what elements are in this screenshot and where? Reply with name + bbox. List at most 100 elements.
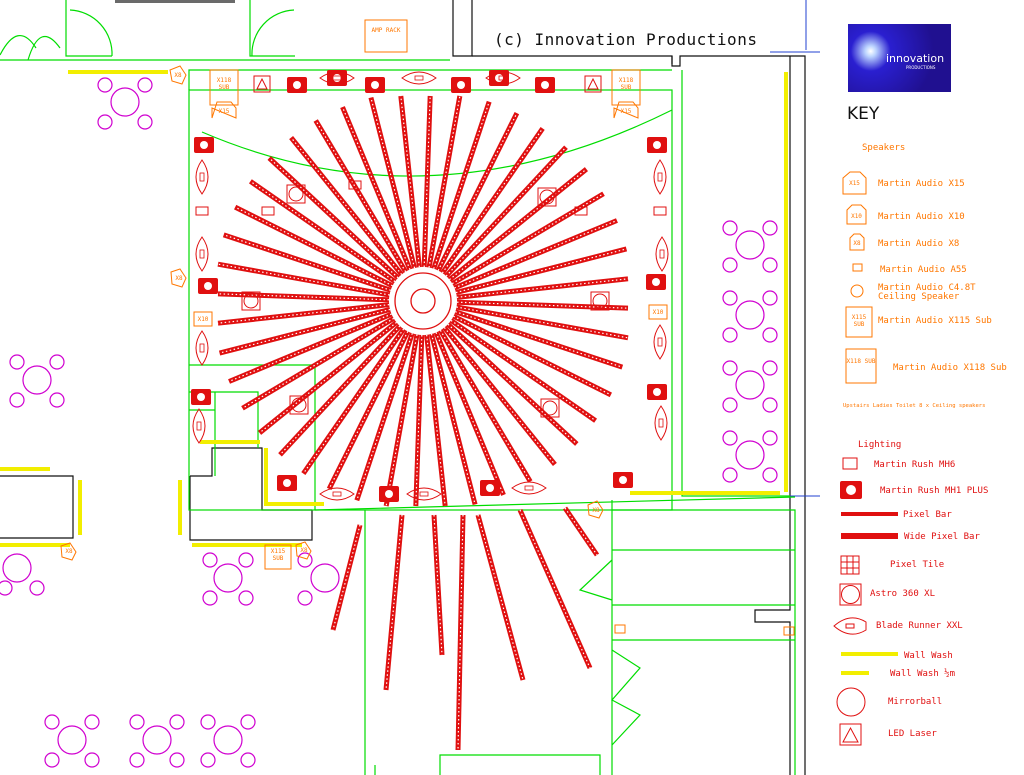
- pixel-bar: [326, 330, 411, 490]
- key-astro-icon: [839, 583, 862, 606]
- table-group: [722, 290, 778, 343]
- pixel-bar: [562, 506, 600, 557]
- blade-runner-xxl: [319, 71, 355, 85]
- astro-360-xl: [241, 291, 261, 311]
- astro-fixtures: [241, 184, 610, 418]
- key-wall-wash-half-label: Wall Wash ½m: [890, 669, 956, 679]
- key-mh6-label: Martin Rush MH6: [874, 460, 956, 470]
- radial-pixel-bars: [217, 95, 629, 507]
- key-blade-runner-label: Blade Runner XXL: [876, 621, 963, 631]
- pixel-bar: [449, 318, 598, 423]
- blade-runner-xxl: [319, 487, 355, 501]
- pixel-bar: [455, 246, 628, 295]
- pixel-bar: [217, 302, 390, 326]
- table-group: [129, 714, 185, 768]
- x8-label-1: X8: [175, 275, 183, 282]
- key-laser-icon: [839, 723, 862, 746]
- key-x115-label: Martin Audio X115 Sub: [878, 316, 992, 326]
- innovation-logo: innovation PRODUCTIONS: [848, 24, 951, 92]
- astro-360-xl: [537, 187, 557, 207]
- logo-sub: PRODUCTIONS: [906, 65, 936, 70]
- key-x15-icon: [842, 171, 867, 195]
- blade-runner-xxl: [511, 481, 547, 495]
- rush-mh1-plus: [194, 137, 214, 153]
- key-c48t-label-2: Ceiling Speaker: [878, 292, 960, 302]
- key-astro-label: Astro 360 XL: [870, 589, 936, 599]
- key-x115-sub-icon: [845, 306, 873, 338]
- table-group: [97, 77, 153, 130]
- table-group: [722, 360, 778, 413]
- key-pixel-bar-icon: [841, 512, 898, 516]
- key-a55-icon: [852, 263, 863, 272]
- rush-mh1-plus: [365, 77, 385, 93]
- blade-runner-xxl: [653, 324, 667, 360]
- key-x15-label: Martin Audio X15: [878, 179, 965, 189]
- x8-plan-4: [295, 541, 312, 560]
- blade-runner-xxl: [654, 405, 668, 441]
- blade-runner-xxl: [655, 236, 669, 272]
- pixel-bar: [228, 311, 393, 384]
- rush-mh1-plus: [379, 486, 399, 502]
- rush-mh1-plus: [646, 274, 666, 290]
- pixel-bar: [383, 514, 405, 691]
- pixel-bar: [301, 327, 406, 476]
- key-wall-wash-half-icon: [841, 671, 869, 675]
- pixel-bar: [258, 320, 399, 435]
- pixel-bar: [278, 324, 402, 457]
- rush-mh1-plus: [647, 384, 667, 400]
- x10-label-left: X10: [197, 316, 209, 323]
- x118-sub-left: [209, 69, 239, 106]
- logo-brand: innovation: [886, 52, 945, 65]
- copyright-text: (c) Innovation Productions: [494, 30, 758, 49]
- led-lasers: [253, 75, 602, 93]
- astro-360-xl: [540, 398, 560, 418]
- pixel-bar: [340, 106, 413, 271]
- rush-mh1-plus: [198, 278, 218, 294]
- blade-runner-xxl: [192, 408, 206, 444]
- x8-plan-3: [60, 542, 77, 561]
- pixel-bar: [456, 299, 629, 311]
- pixel-bar: [217, 291, 390, 303]
- pixel-bar: [426, 95, 463, 268]
- pixel-bar: [267, 156, 400, 280]
- pixel-bar: [456, 276, 629, 300]
- pixel-bar: [222, 232, 392, 293]
- rush-mh1-plus: [613, 472, 633, 488]
- pixel-bar: [447, 167, 588, 282]
- pixel-bar: [452, 313, 612, 398]
- drafting-markers: [770, 0, 820, 497]
- x118-sub-label-left: X118 SUB: [216, 77, 232, 91]
- seating-layout: [0, 77, 778, 768]
- x15-left: [211, 101, 237, 119]
- pixel-bar: [248, 179, 397, 284]
- pixel-bar: [431, 514, 445, 656]
- pixel-bar: [444, 145, 568, 278]
- blade-runner-xxl: [195, 236, 209, 272]
- pixel-bar: [354, 332, 415, 502]
- key-wall-wash-label: Wall Wash: [904, 651, 953, 661]
- pixel-bar: [455, 514, 466, 751]
- key-x15-symbol: X15: [849, 180, 860, 187]
- x115-sub-label: X115 SUB: [270, 548, 286, 562]
- key-x10-symbol: X10: [851, 213, 862, 220]
- speaker-outlines: [60, 19, 668, 570]
- astro-360-xl: [286, 184, 306, 204]
- amp-rack: [364, 19, 408, 53]
- key-a55-label: Martin Audio A55: [880, 265, 967, 275]
- key-mh1-label: Martin Rush MH1 PLUS: [880, 486, 989, 496]
- blade-runner-xxl: [653, 159, 667, 195]
- rush-mh1-plus: [647, 137, 667, 153]
- table-group: [9, 354, 65, 408]
- key-x10-label: Martin Audio X10: [878, 212, 965, 222]
- pixel-bar: [440, 126, 545, 275]
- rush-mh1-plus: [451, 77, 471, 93]
- key-x10-icon: [846, 204, 867, 225]
- key-wall-wash-icon: [841, 652, 898, 656]
- x8-plan-1: [170, 268, 187, 288]
- table-group: [200, 714, 256, 768]
- x8-plan-5: [169, 65, 187, 85]
- x118-sub-right: [611, 69, 641, 106]
- key-c48t-icon: [850, 284, 864, 298]
- pixel-bar: [453, 218, 618, 291]
